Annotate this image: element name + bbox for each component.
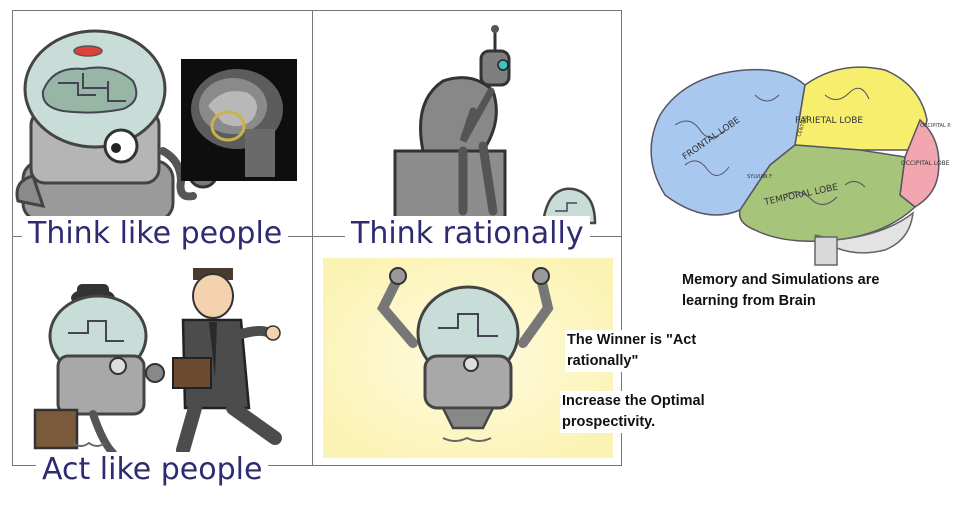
winner-note-line-1: The Winner is "Act	[567, 332, 697, 348]
optimal-note-line-1: Increase the Optimal	[562, 393, 705, 409]
quadrant-think-like-people	[13, 11, 311, 235]
grid-line-right	[621, 10, 622, 466]
quadrant-act-like-people	[13, 238, 311, 464]
brain-caption-line-2: learning from Brain	[682, 293, 816, 309]
grid-line-middle-horizontal	[12, 236, 622, 237]
grid-line-bottom	[12, 465, 622, 466]
occipital-lobe-label: OCCIPITAL LOBE	[901, 160, 950, 167]
brainstem	[814, 236, 838, 266]
quadrant-think-rationally	[313, 11, 621, 235]
optimal-note-line-2: prospectivity.	[562, 414, 656, 430]
robot-thinking-illustration	[15, 29, 297, 223]
brain-lobes-diagram: FRONTAL LOBE PARIETAL LOBE TEMPORAL LOBE…	[650, 66, 952, 266]
ai-approaches-grid: Think like people Think rationally Act l…	[12, 10, 622, 488]
robot-and-man-walking-illustration	[33, 268, 282, 457]
grid-line-top	[12, 10, 622, 11]
label-act-like-people: Act like people	[36, 452, 269, 488]
optimal-note: Increase the Optimal prospectivity.	[560, 391, 707, 433]
grid-line-left	[12, 232, 13, 466]
sylvian-fissure-label: SYLVIAN F.	[747, 174, 773, 180]
thinker-robot-illustration	[393, 25, 597, 225]
grid-line-middle-vertical	[312, 10, 313, 466]
label-think-like-people: Think like people	[22, 216, 289, 252]
winner-note: The Winner is "Act rationally"	[565, 330, 699, 372]
winner-note-line-2: rationally"	[567, 353, 639, 369]
parietal-lobe-label: PARIETAL LOBE	[795, 116, 863, 126]
label-think-rationally: Think rationally	[345, 216, 590, 252]
brain-caption: Memory and Simulations are learning from…	[682, 270, 879, 312]
cerebellum	[814, 211, 914, 254]
occipital-pole-label: OCCIPITAL P.	[920, 123, 952, 129]
frontal-lobe	[650, 68, 806, 216]
parietal-lobe	[794, 66, 928, 151]
grid-line-top-left	[12, 10, 13, 232]
brain-caption-line-1: Memory and Simulations are	[682, 272, 880, 288]
